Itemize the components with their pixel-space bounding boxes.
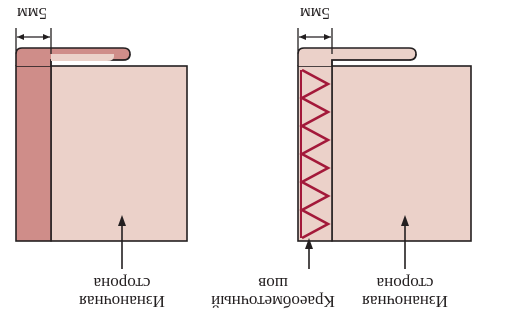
right-dim-arrow-b bbox=[299, 34, 306, 40]
right-dim-arrow-a bbox=[324, 34, 331, 40]
left-fabric-main bbox=[50, 65, 188, 242]
left-face-label-1: Изнаночная bbox=[79, 292, 165, 311]
right-fabric-fold-curl bbox=[297, 47, 417, 66]
right-fabric-fold-inner bbox=[331, 53, 417, 66]
left-seam-label: 5мм bbox=[17, 4, 47, 23]
stitch-label-1: Краеобметочный bbox=[211, 292, 335, 311]
right-face-label-2: сторона bbox=[376, 274, 433, 293]
left-dim-arrow-a bbox=[43, 34, 50, 40]
left-dim-arrow-b bbox=[17, 34, 24, 40]
left-fabric-fold-dark bbox=[15, 65, 52, 242]
right-seam-label: 5мм bbox=[300, 4, 330, 23]
right-panel bbox=[297, 28, 472, 269]
left-panel bbox=[15, 28, 188, 269]
stitch-pointer-head bbox=[305, 238, 313, 249]
left-pointer-head bbox=[118, 215, 126, 226]
right-pointer-head bbox=[401, 215, 409, 226]
stitch-label-2: шов bbox=[258, 274, 288, 293]
right-face-label-1: Изнаночная bbox=[362, 292, 448, 311]
right-fabric-main bbox=[331, 65, 472, 242]
left-fabric-lip bbox=[51, 54, 114, 61]
left-fabric-fold-inner bbox=[50, 53, 131, 66]
left-face-label-2: сторона bbox=[93, 274, 150, 293]
